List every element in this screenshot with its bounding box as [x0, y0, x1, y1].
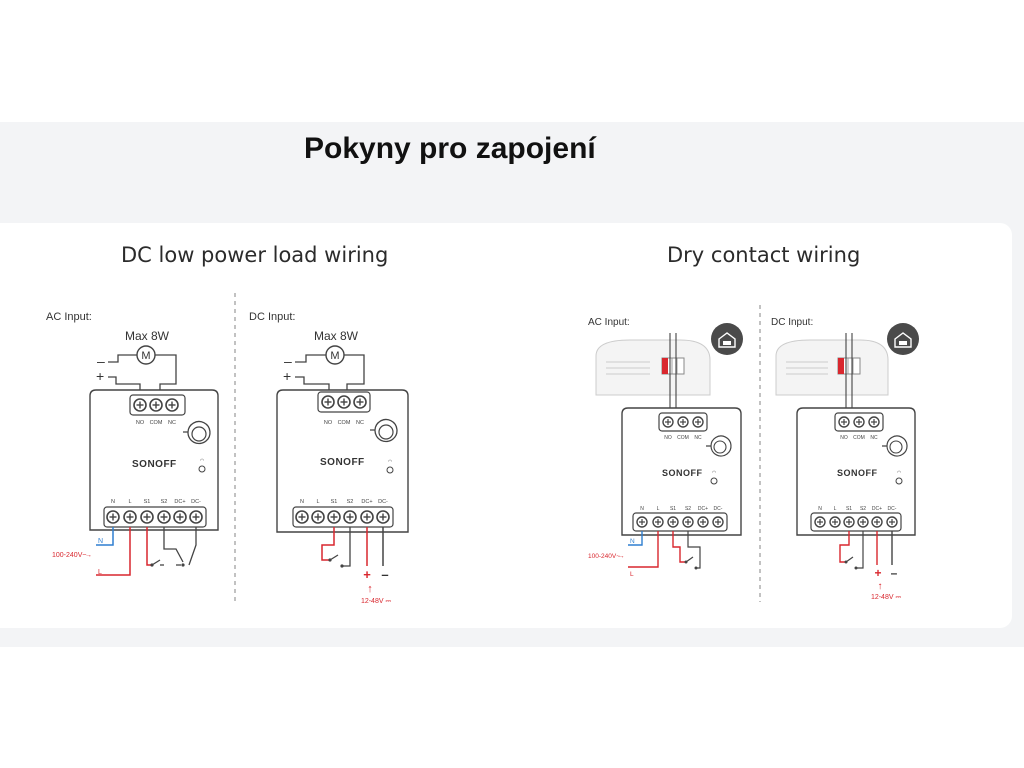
- brand-logo: SONOFF: [132, 459, 177, 470]
- input-label: AC Input:: [46, 311, 92, 323]
- svg-text:NC: NC: [870, 435, 878, 441]
- motor-label: Max 8W: [314, 329, 359, 343]
- svg-text:◠: ◠: [200, 458, 205, 464]
- page-title: Pokyny pro zapojení: [304, 132, 596, 165]
- live-label: L: [98, 569, 102, 576]
- module-body: [89, 389, 219, 531]
- svg-text:DC-: DC-: [714, 506, 723, 512]
- svg-text:DC-: DC-: [191, 499, 201, 505]
- svg-text:DC-: DC-: [378, 499, 388, 505]
- svg-text:→: →: [85, 552, 92, 559]
- svg-text:DC+: DC+: [872, 506, 882, 512]
- svg-text:L: L: [657, 506, 660, 512]
- svg-text:COM: COM: [677, 435, 689, 441]
- panel-dry-contact-ac: AC Input: NO COM NC SONOFF ◠ N L S1 S2 D…: [588, 317, 743, 578]
- brand-logo: SONOFF: [320, 457, 365, 468]
- svg-text:DC+: DC+: [698, 506, 708, 512]
- svg-text:NC: NC: [168, 420, 176, 426]
- garage-icon: [711, 323, 743, 355]
- button-icon: [706, 435, 732, 457]
- minus-sign: –: [891, 566, 898, 580]
- supply-voltage-label: 12-48V ⎓: [361, 598, 392, 605]
- svg-text:S2: S2: [685, 506, 691, 512]
- input-label: DC Input:: [771, 317, 813, 328]
- svg-text:→: →: [618, 553, 625, 560]
- svg-text:N: N: [640, 506, 644, 512]
- svg-text:S1: S1: [144, 499, 151, 505]
- svg-text:NC: NC: [356, 420, 364, 426]
- svg-text:NO: NO: [664, 435, 672, 441]
- supply-voltage-label: 100-240V~: [52, 552, 86, 559]
- module-body: [276, 389, 409, 533]
- motor-symbol: M: [141, 350, 150, 362]
- svg-text:S1: S1: [846, 506, 852, 512]
- brand-logo: SONOFF: [837, 468, 878, 478]
- svg-text:COM: COM: [338, 420, 351, 426]
- plus-sign: +: [96, 368, 104, 384]
- plus-sign: +: [874, 566, 881, 580]
- svg-text:N: N: [818, 506, 822, 512]
- panel-dc-load-ac: AC Input: Max 8W M – + NO COM NC SONOFF …: [46, 311, 219, 576]
- svg-text:DC-: DC-: [888, 506, 897, 512]
- minus-sign: –: [284, 353, 292, 369]
- neutral-label: N: [630, 538, 635, 545]
- live-label: L: [630, 571, 634, 578]
- garage-icon: [887, 323, 919, 355]
- brand-logo: SONOFF: [662, 468, 703, 478]
- minus-sign: –: [381, 567, 388, 582]
- module-body: [621, 407, 742, 536]
- supply-voltage-label: 12-48V ⎓: [871, 594, 902, 601]
- svg-text:↑: ↑: [367, 583, 373, 595]
- svg-text:N: N: [111, 499, 115, 505]
- svg-text:◠: ◠: [388, 459, 393, 465]
- svg-text:S2: S2: [860, 506, 866, 512]
- plus-sign: +: [283, 368, 291, 384]
- svg-text:L: L: [128, 499, 131, 505]
- input-label: AC Input:: [588, 317, 630, 328]
- button-icon: [882, 435, 908, 457]
- neutral-label: N: [98, 538, 103, 545]
- svg-text:NO: NO: [136, 420, 145, 426]
- module-body: [796, 407, 916, 536]
- svg-text:COM: COM: [150, 420, 163, 426]
- svg-text:NC: NC: [694, 435, 702, 441]
- panel-dry-contact-dc: DC Input: NO COM NC SONOFF ◠ N L S1 S2 D…: [771, 317, 919, 601]
- svg-text:DC+: DC+: [361, 499, 372, 505]
- panel-dc-load-dc: DC Input: Max 8W M – + NO COM NC SONOFF …: [249, 311, 409, 605]
- motor-symbol: M: [330, 350, 339, 362]
- svg-text:DC+: DC+: [174, 499, 185, 505]
- dry-contact-section-title: Dry contact wiring: [667, 243, 861, 267]
- button-icon: [370, 418, 398, 443]
- svg-text:S2: S2: [347, 499, 354, 505]
- garage-opener-body: [775, 339, 889, 396]
- svg-text:L: L: [834, 506, 837, 512]
- minus-sign: –: [97, 353, 105, 369]
- supply-voltage-label: 100-240V~: [588, 553, 620, 560]
- svg-text:N: N: [300, 499, 304, 505]
- svg-text:NO: NO: [840, 435, 848, 441]
- button-icon: [183, 420, 211, 445]
- garage-opener-body: [595, 339, 711, 396]
- motor-label: Max 8W: [125, 329, 170, 343]
- svg-text:L: L: [316, 499, 319, 505]
- svg-text:NO: NO: [324, 420, 333, 426]
- svg-text:COM: COM: [853, 435, 865, 441]
- input-label: DC Input:: [249, 311, 295, 323]
- dc-load-section-title: DC low power load wiring: [121, 243, 389, 267]
- svg-text:◠: ◠: [897, 470, 902, 476]
- svg-text:S2: S2: [161, 499, 168, 505]
- svg-text:S1: S1: [331, 499, 338, 505]
- plus-sign: +: [363, 567, 371, 582]
- svg-text:↑: ↑: [878, 581, 883, 592]
- svg-text:◠: ◠: [712, 470, 717, 476]
- svg-text:S1: S1: [670, 506, 676, 512]
